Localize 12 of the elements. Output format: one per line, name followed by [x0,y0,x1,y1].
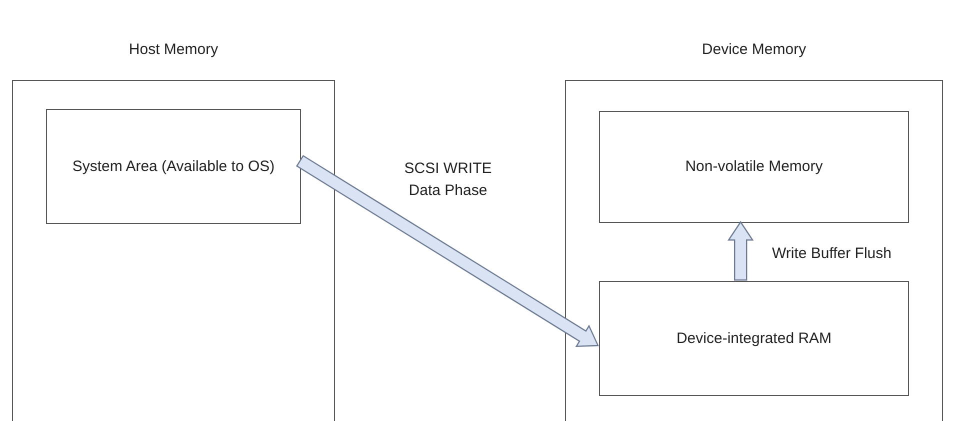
region-heading: Host Memory [128,40,220,60]
memory-block [46,109,301,224]
memory-block [599,111,909,223]
region-heading: Device Memory [700,40,808,60]
block-label: Device-integrated RAM [675,328,833,348]
block-label: System Area (Available to OS) [71,156,276,176]
block-arrow [296,154,599,347]
block-label: Non-volatile Memory [684,157,824,177]
block-arrow [727,220,754,281]
edge-label: Write Buffer Flush [772,244,892,264]
edge-label: SCSI WRITE Data Phase [403,159,493,201]
memory-block [599,281,909,396]
